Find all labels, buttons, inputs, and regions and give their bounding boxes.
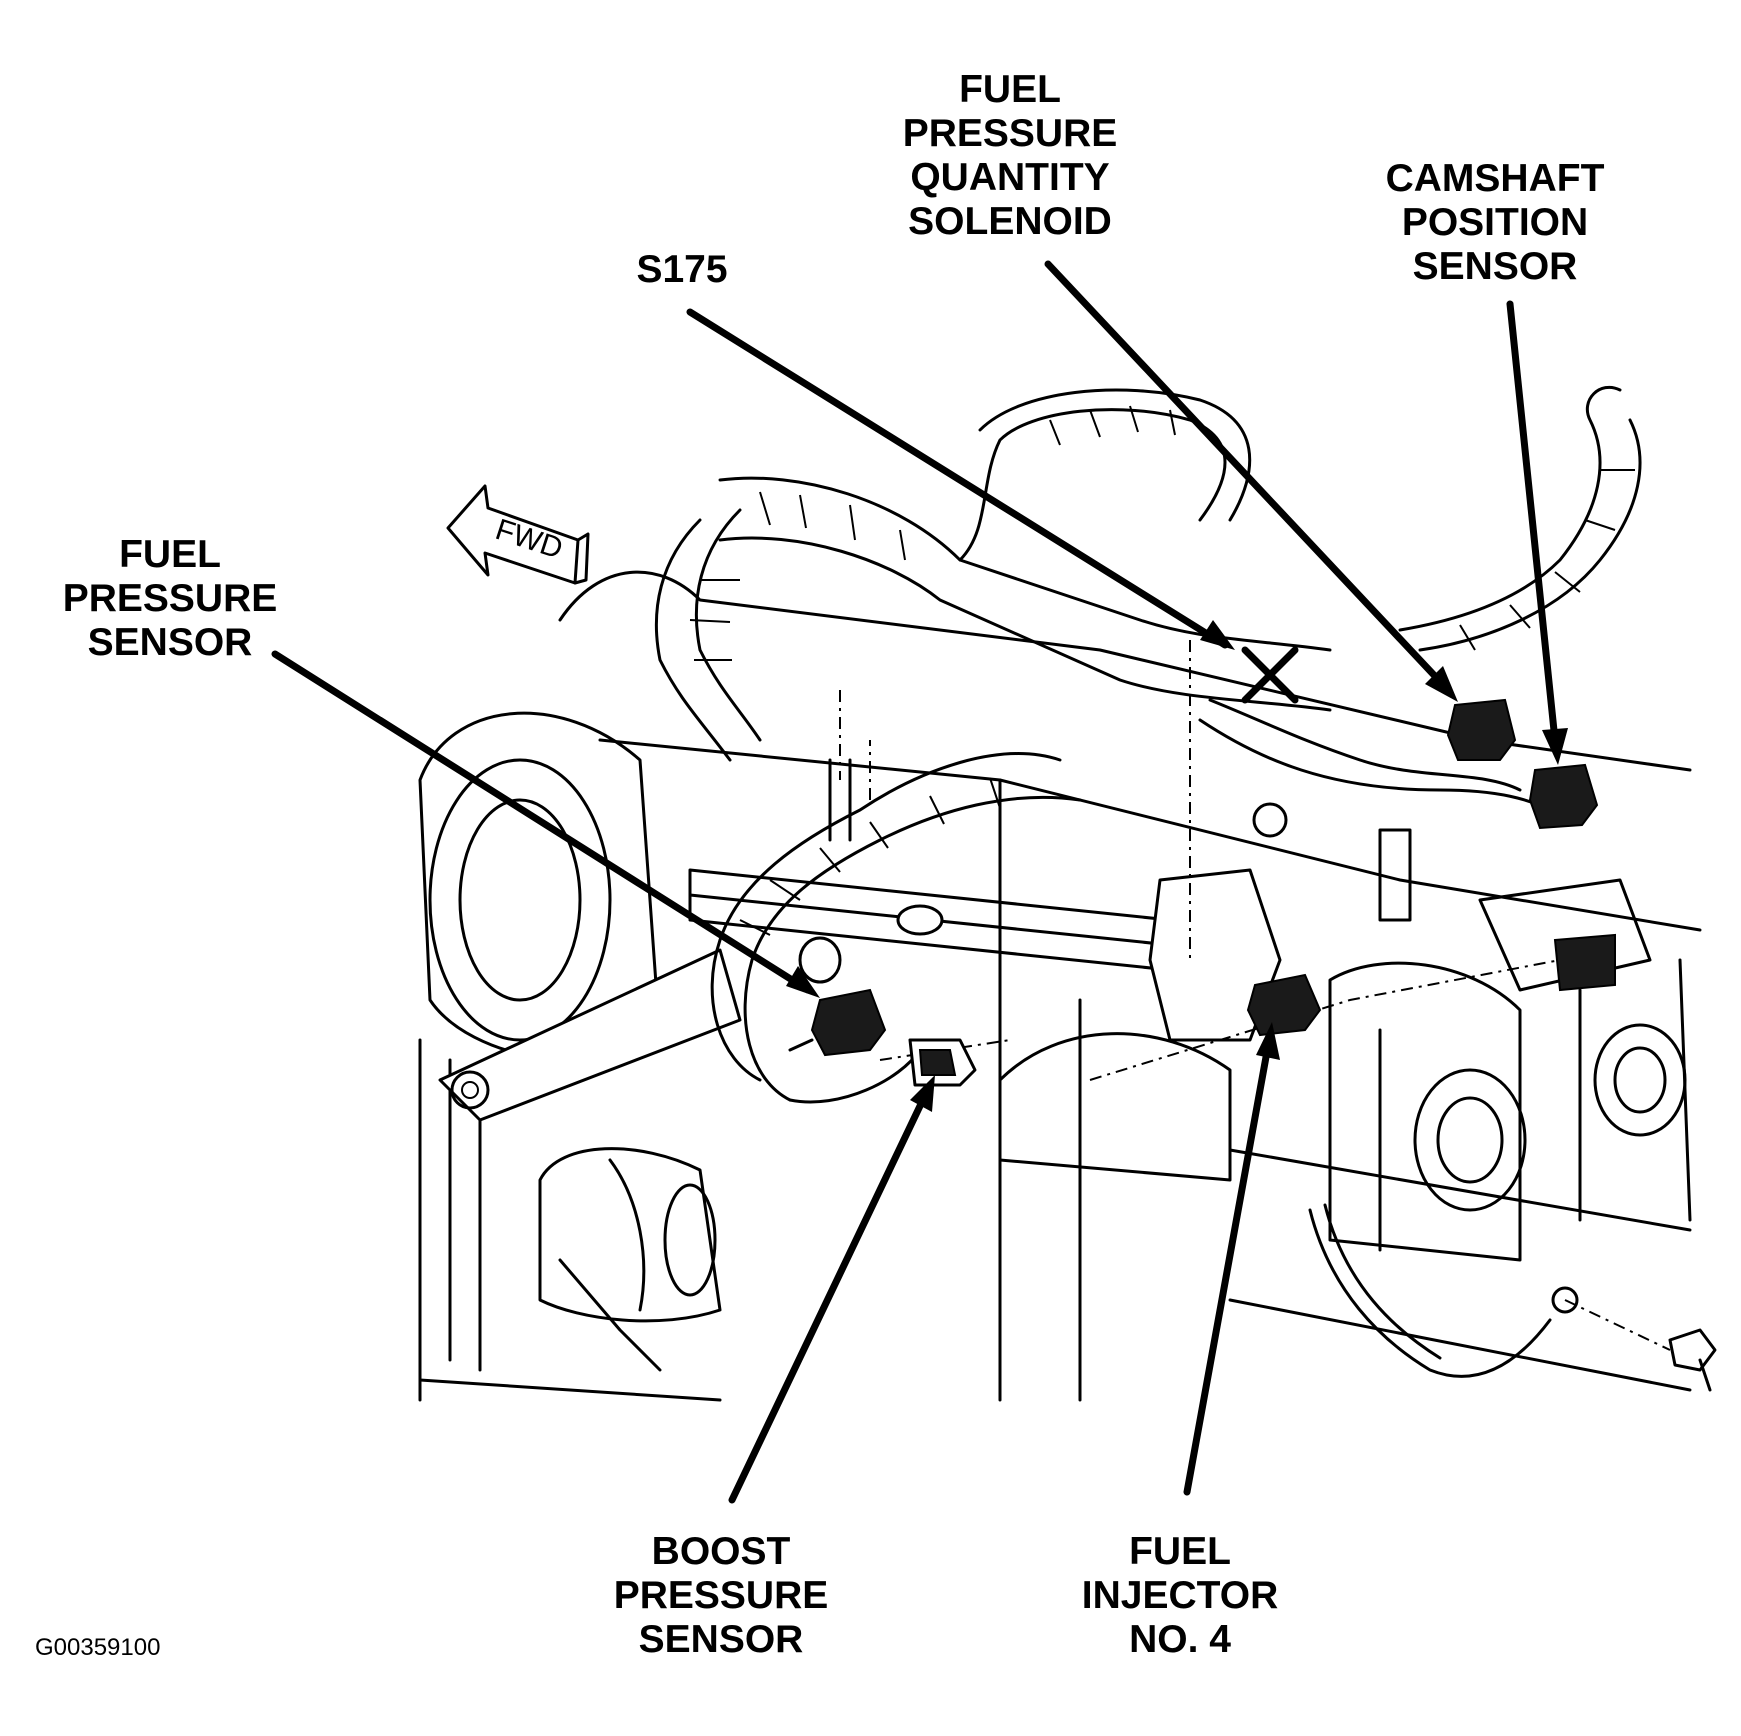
label-boost-pressure-sensor: BOOST PRESSURE SENSOR bbox=[606, 1530, 836, 1662]
label-line: S175 bbox=[636, 248, 728, 291]
label-line: PRESSURE bbox=[613, 1574, 829, 1617]
label-line: NO. 4 bbox=[1129, 1618, 1231, 1661]
label-line: BOOST bbox=[651, 1530, 791, 1573]
leader-boost-pressure-sensor bbox=[728, 1081, 934, 1504]
solenoid-connector bbox=[1446, 698, 1517, 761]
label-line: SOLENOID bbox=[908, 200, 1112, 243]
leader-camshaft bbox=[1506, 300, 1560, 754]
label-line: FUEL bbox=[1129, 1530, 1231, 1573]
label-line: POSITION bbox=[1401, 201, 1589, 244]
fuel-injector-connector bbox=[1246, 973, 1322, 1037]
figure-id: G00359100 bbox=[35, 1634, 161, 1661]
label-line: FUEL bbox=[959, 68, 1061, 111]
label-fuel-pressure-sensor: FUEL PRESSURE SENSOR bbox=[55, 533, 285, 665]
label-s175: S175 bbox=[622, 248, 742, 292]
label-line: PRESSURE bbox=[62, 577, 278, 620]
camshaft-sensor-connector bbox=[1528, 763, 1599, 830]
leader-arrowheads bbox=[786, 620, 1568, 1112]
leader-s175 bbox=[686, 308, 1229, 649]
leader-fuel-injector bbox=[1183, 1031, 1274, 1496]
label-fuel-injector-no4: FUEL INJECTOR NO. 4 bbox=[1070, 1530, 1290, 1662]
label-fuel-pressure-quantity-solenoid: FUEL PRESSURE QUANTITY SOLENOID bbox=[900, 68, 1120, 244]
label-camshaft-position-sensor: CAMSHAFT POSITION SENSOR bbox=[1370, 157, 1620, 289]
fwd-arrow-icon: FWD bbox=[446, 484, 590, 585]
engine-block-drawing bbox=[418, 570, 1717, 1402]
leader-lines bbox=[271, 260, 1560, 1504]
label-line: PRESSURE bbox=[902, 112, 1118, 155]
label-line: SENSOR bbox=[638, 1618, 804, 1661]
label-line: FUEL bbox=[119, 533, 221, 576]
leader-fuel-pressure-sensor bbox=[271, 650, 812, 994]
label-line: INJECTOR bbox=[1081, 1574, 1279, 1617]
fuel-pressure-sensor-connector bbox=[810, 988, 887, 1057]
label-line: QUANTITY bbox=[910, 156, 1110, 199]
label-line: CAMSHAFT bbox=[1385, 157, 1605, 200]
wiring-harness bbox=[654, 385, 1642, 1104]
connectors bbox=[788, 646, 1599, 1087]
label-line: SENSOR bbox=[87, 621, 253, 664]
label-line: SENSOR bbox=[1412, 245, 1578, 288]
leader-solenoid bbox=[1044, 260, 1452, 694]
